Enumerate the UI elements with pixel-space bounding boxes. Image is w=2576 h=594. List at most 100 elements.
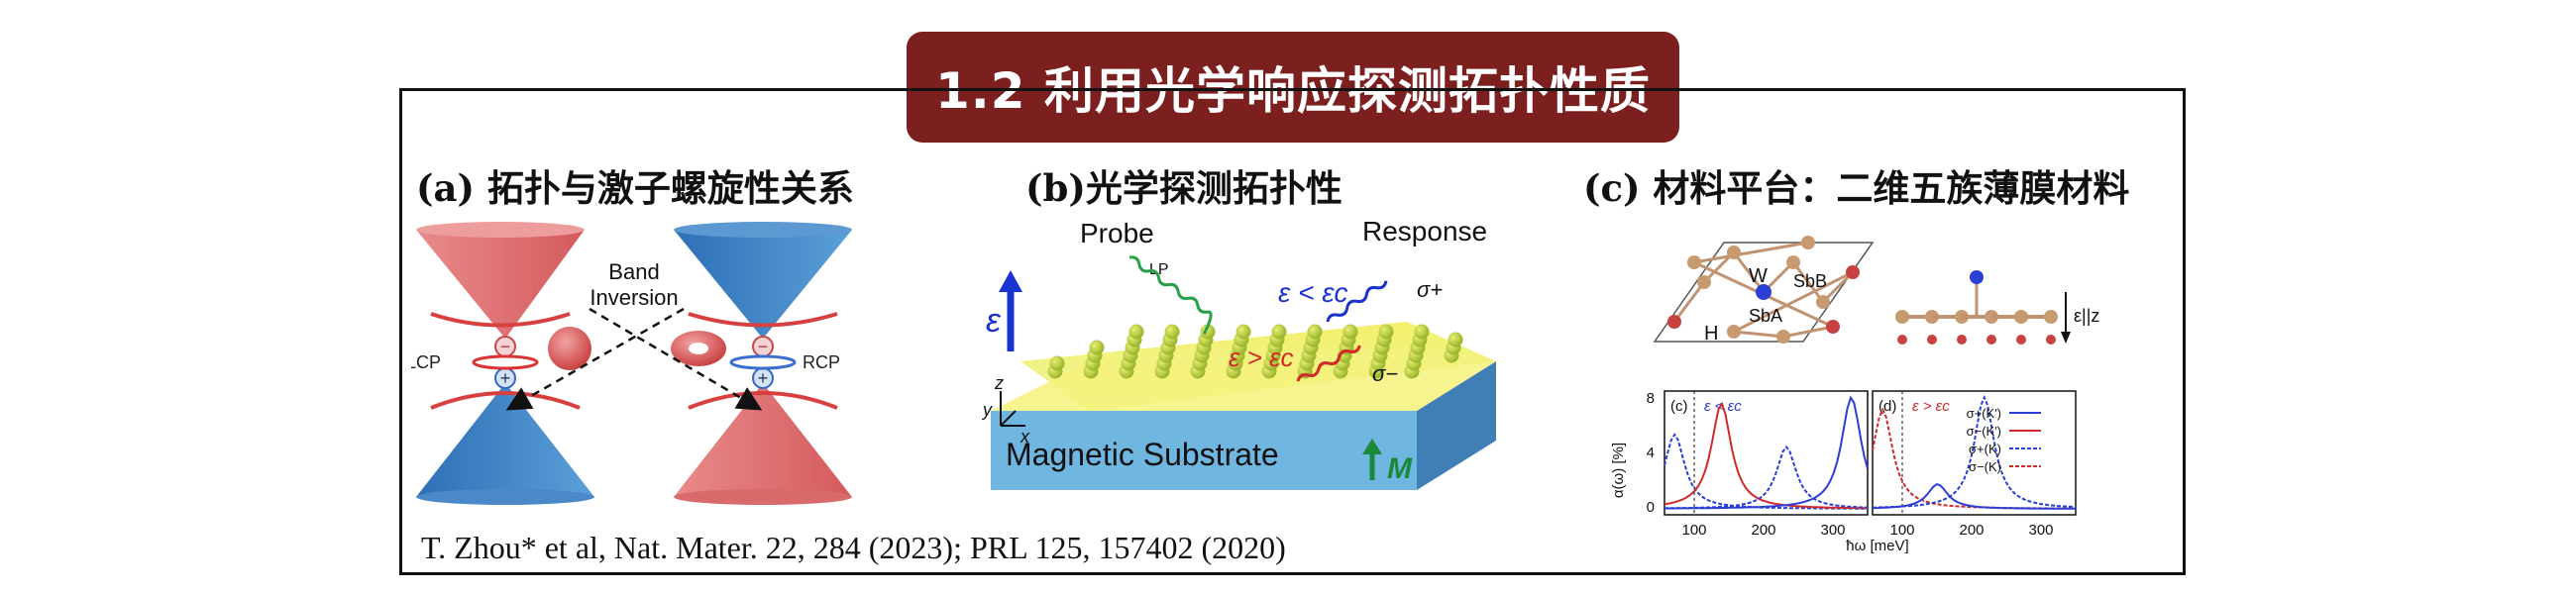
- plot-condition: ε > εc: [1912, 398, 1950, 415]
- band-inversion-diagram: − + − + LCP RCP Band Inversion: [411, 222, 852, 505]
- left-plus: +: [500, 368, 511, 388]
- atom: [1307, 324, 1323, 340]
- x-tick-label: 300: [2028, 522, 2053, 539]
- panel-c-title: (c) 材料平台：二维五族薄膜材料: [1583, 166, 2130, 210]
- panel-b-title: (b)光学探测拓扑性: [1025, 166, 1342, 210]
- citation: T. Zhou* et al, Nat. Mater. 22, 284 (202…: [421, 530, 1286, 565]
- crystal-structure: W SbB SbA H ε||z: [1653, 236, 2099, 345]
- y-tick-label: 8: [1647, 390, 1655, 407]
- atom: [1200, 324, 1216, 340]
- right-minus: −: [758, 337, 769, 356]
- rcp-label: RCP: [803, 352, 840, 372]
- absorption-curve: [1664, 401, 1869, 510]
- x-tick-label: 100: [1681, 522, 1706, 539]
- section-banner: 1.2 利用光学响应探测拓扑性质: [907, 32, 1679, 143]
- w-atom: [1970, 270, 1984, 284]
- atom-lattice: [1047, 324, 1463, 379]
- atom: [1727, 246, 1741, 259]
- response-wave-red: [1296, 345, 1361, 382]
- axis-y-label: y: [981, 400, 993, 420]
- atom: [1667, 315, 1681, 329]
- plot-frame: [1872, 390, 2077, 516]
- cond-gt-label: ε > εc: [1229, 343, 1293, 372]
- y-axis-label: α(ω) [%]: [1610, 443, 1627, 498]
- eps-label: ε: [986, 302, 1002, 340]
- sigma-minus-label: σ−: [1372, 361, 1398, 386]
- left-minus: −: [500, 337, 511, 356]
- atom: [1776, 330, 1790, 344]
- atom: [2046, 335, 2056, 345]
- absorption-curve: [1872, 394, 2077, 509]
- atom: [1271, 324, 1287, 340]
- plot-frame: [1664, 390, 1869, 516]
- substrate-label: Magnetic Substrate: [1006, 437, 1279, 472]
- optical-detection-diagram: Magnetic Substrate M ε Probe Response LP…: [981, 216, 1496, 490]
- response-wave-blue: [1326, 280, 1388, 323]
- x-tick-label: 300: [1820, 522, 1845, 539]
- atom: [1727, 325, 1741, 339]
- banner-title: 1.2 利用光学响应探测拓扑性质: [935, 62, 1651, 120]
- atom: [1414, 324, 1430, 340]
- atom: [1927, 335, 1937, 345]
- atom: [1801, 236, 1815, 249]
- legend-entry: σ+(K): [1969, 442, 2001, 456]
- atom: [1448, 332, 1463, 347]
- absorption-curve: [1872, 482, 2076, 510]
- crystal-lattice: [1653, 236, 1875, 344]
- unit-cell: [1653, 242, 1875, 343]
- sphere-exciton: [548, 327, 591, 370]
- field-label: ε||z: [2074, 306, 2099, 326]
- probe-wave: [1128, 255, 1213, 335]
- axis-z-label: z: [994, 373, 1004, 393]
- atom: [1342, 324, 1358, 340]
- response-label: Response: [1362, 216, 1487, 247]
- right-lower-cone: [674, 383, 852, 497]
- inversion-label: Inversion: [590, 285, 678, 310]
- cond-lt-label: ε < εc: [1278, 277, 1348, 308]
- atom: [1089, 340, 1105, 355]
- atom: [1986, 335, 1996, 345]
- content-frame: [399, 88, 2186, 575]
- y-tick-label: 4: [1647, 445, 1655, 461]
- absorption-curve: [1664, 395, 1869, 510]
- axis-x-label: x: [1020, 427, 1030, 446]
- x-tick-label: 100: [1889, 522, 1914, 539]
- sba-label: SbA: [1749, 306, 1782, 326]
- legend-entry: σ−(K): [1969, 459, 2001, 474]
- atom: [1786, 255, 1800, 269]
- x-tick-label: 200: [1751, 522, 1775, 539]
- legend-entry: σ−(K′): [1967, 424, 2001, 439]
- x-axis-label: ħω [meV]: [1846, 538, 1908, 554]
- atom: [1957, 335, 1967, 345]
- legend-entry: σ+(K′): [1967, 406, 2001, 421]
- plot-tag: (c): [1670, 398, 1688, 415]
- atom: [1897, 335, 1907, 345]
- sbb-label: SbB: [1793, 271, 1827, 291]
- lcp-label: LCP: [411, 352, 441, 372]
- panel-a-title: (a) 拓扑与激子螺旋性关系: [416, 166, 854, 210]
- atom: [1697, 275, 1711, 289]
- atom: [1687, 255, 1701, 269]
- substrate-front: [991, 411, 1417, 490]
- atom: [1235, 324, 1251, 340]
- atom: [1846, 265, 1860, 279]
- right-upper-cone: [674, 230, 852, 339]
- absorption-curve: [1664, 433, 1868, 510]
- atom: [1164, 324, 1180, 340]
- atom: [1049, 355, 1065, 371]
- h-label: H: [1704, 323, 1718, 345]
- m-label: M: [1387, 452, 1413, 485]
- w-label: W: [1749, 265, 1768, 287]
- atom: [1128, 324, 1144, 340]
- probe-label: Probe: [1080, 218, 1154, 248]
- substrate-side: [1417, 361, 1496, 490]
- atom: [1826, 320, 1840, 334]
- w-atom: [1756, 284, 1771, 300]
- atom: [1816, 295, 1830, 309]
- y-tick-label: 0: [1647, 499, 1655, 516]
- x-tick-label: 200: [1959, 522, 1984, 539]
- crystal-side-view: [1895, 270, 2058, 345]
- left-lower-cone: [416, 383, 594, 497]
- atom: [1378, 324, 1394, 340]
